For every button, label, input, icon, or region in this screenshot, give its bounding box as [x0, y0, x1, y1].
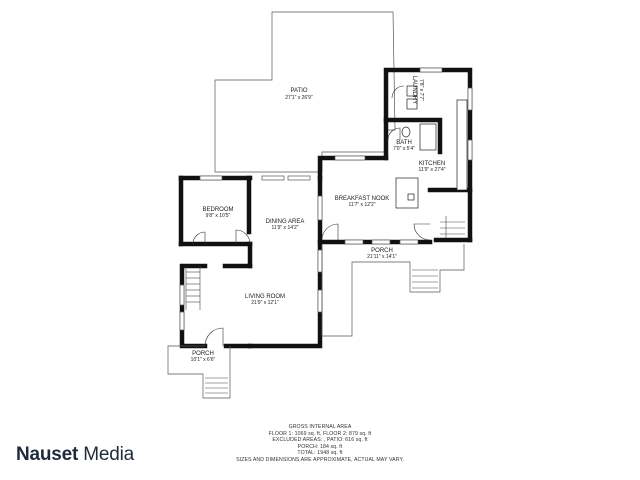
area-note: SIZES AND DIMENSIONS ARE APPROXIMATE, AC… — [236, 456, 404, 463]
windows — [179, 67, 473, 331]
room-dims: 11'7" x 12'2" — [348, 202, 375, 208]
stairs — [185, 216, 465, 394]
room-name: PORCH — [192, 351, 214, 357]
room-dims: 21'9" x 12'1" — [251, 300, 279, 306]
room-name: BEDROOM — [202, 207, 233, 213]
room-dims: 7'0" x 5'4" — [393, 146, 415, 152]
bathtub — [419, 123, 437, 151]
room-dims: 27'1" x 26'9" — [285, 95, 313, 101]
room-dims: 11'9" x 27'4" — [418, 167, 445, 173]
room-name: PATIO — [290, 88, 307, 94]
room-name: PORCH — [371, 248, 393, 254]
room-dims: 11'9" x 14'2" — [271, 225, 298, 231]
area-porch: PORCH: 184 sq. ft — [297, 443, 343, 450]
brand-logo: Nauset Media — [16, 444, 134, 466]
area-summary: GROSS INTERNAL AREA FLOOR 1: 1069 sq. ft… — [215, 424, 425, 464]
room-dims: 10'1" x 6'6" — [191, 357, 216, 363]
rear-porch-outline — [321, 244, 465, 337]
room-name: LIVING ROOM — [245, 294, 285, 300]
brand-name-part1: Nauset — [16, 444, 79, 465]
fixtures — [395, 85, 468, 209]
room-dims: 7'8" x 7'7" — [418, 79, 424, 101]
area-title: GROSS INTERNAL AREA — [288, 424, 352, 430]
brand-name-part2: Media — [78, 444, 134, 465]
doors — [192, 85, 431, 347]
room-name: KITCHEN — [419, 161, 445, 167]
area-excluded: EXCLUDED AREAS: , PATIO: 616 sq. ft — [272, 437, 368, 444]
sink — [407, 193, 415, 201]
dryer — [406, 98, 418, 110]
washer — [406, 85, 418, 97]
toilet — [401, 126, 411, 138]
room-dims: 21'11" x 14'1" — [367, 254, 397, 260]
room-dims: 9'8" x 10'5" — [206, 213, 231, 219]
counter — [456, 99, 468, 191]
area-total: TOTAL: 1948 sq. ft — [297, 450, 343, 457]
area-floors: FLOOR 1: 1069 sq. ft, FLOOR 2: 879 sq. f… — [268, 430, 372, 437]
room-name: BREAKFAST NOOK — [335, 196, 390, 202]
room-name: LAUNDRY — [411, 76, 417, 105]
room-name: DINING AREA — [266, 219, 305, 225]
room-labels: PATIO 27'1" x 26'9" LAUNDRY 7'8" x 7'7" … — [191, 76, 446, 363]
kitchen-island — [395, 177, 419, 209]
front-porch-outline — [167, 345, 231, 399]
room-name: BATH — [396, 140, 412, 146]
